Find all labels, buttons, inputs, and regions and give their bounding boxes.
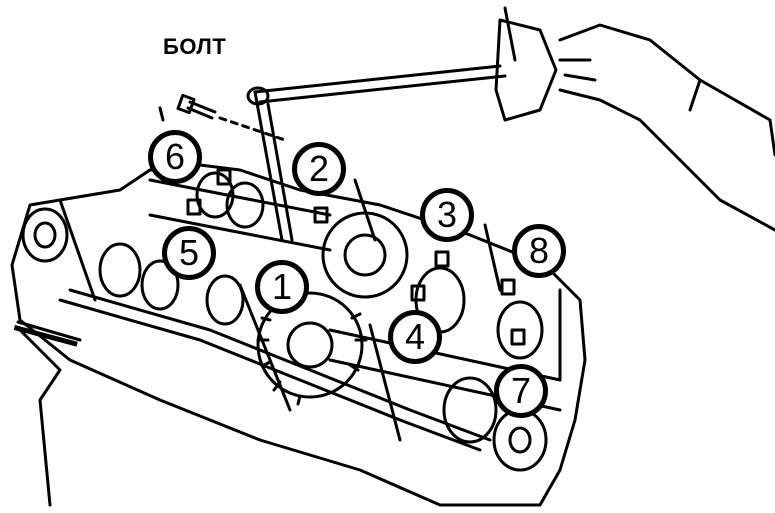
bolt-label: БОЛТ — [163, 34, 227, 59]
head-rail — [16, 320, 82, 342]
wrench-handle — [494, 18, 558, 122]
callout-8: 8 — [512, 224, 566, 278]
cam-journal — [140, 259, 180, 311]
callout-3: 3 — [420, 188, 474, 242]
gasket-line — [58, 298, 482, 452]
callout-4: 4 — [388, 310, 442, 364]
cam-journal — [33, 221, 57, 249]
callout-2: 2 — [292, 142, 346, 196]
callout-6: 6 — [148, 130, 202, 184]
wrench-bar — [253, 64, 507, 104]
main-gear — [256, 291, 364, 399]
head-lower-edge — [18, 328, 62, 507]
bolt-guide-dashed — [218, 116, 287, 142]
drive-gear — [321, 211, 409, 299]
cam-journal — [98, 242, 142, 298]
callout-1: 1 — [255, 260, 309, 314]
bolt-shape — [186, 100, 217, 120]
upper-camshaft — [148, 178, 332, 252]
gasket-line-2 — [68, 288, 492, 442]
cam-journal — [205, 274, 245, 326]
hand-outline — [558, 23, 775, 232]
callout-7: 7 — [494, 364, 548, 418]
cam-journal — [21, 207, 69, 263]
wrench-stem — [253, 90, 294, 242]
callout-5: 5 — [162, 226, 216, 280]
